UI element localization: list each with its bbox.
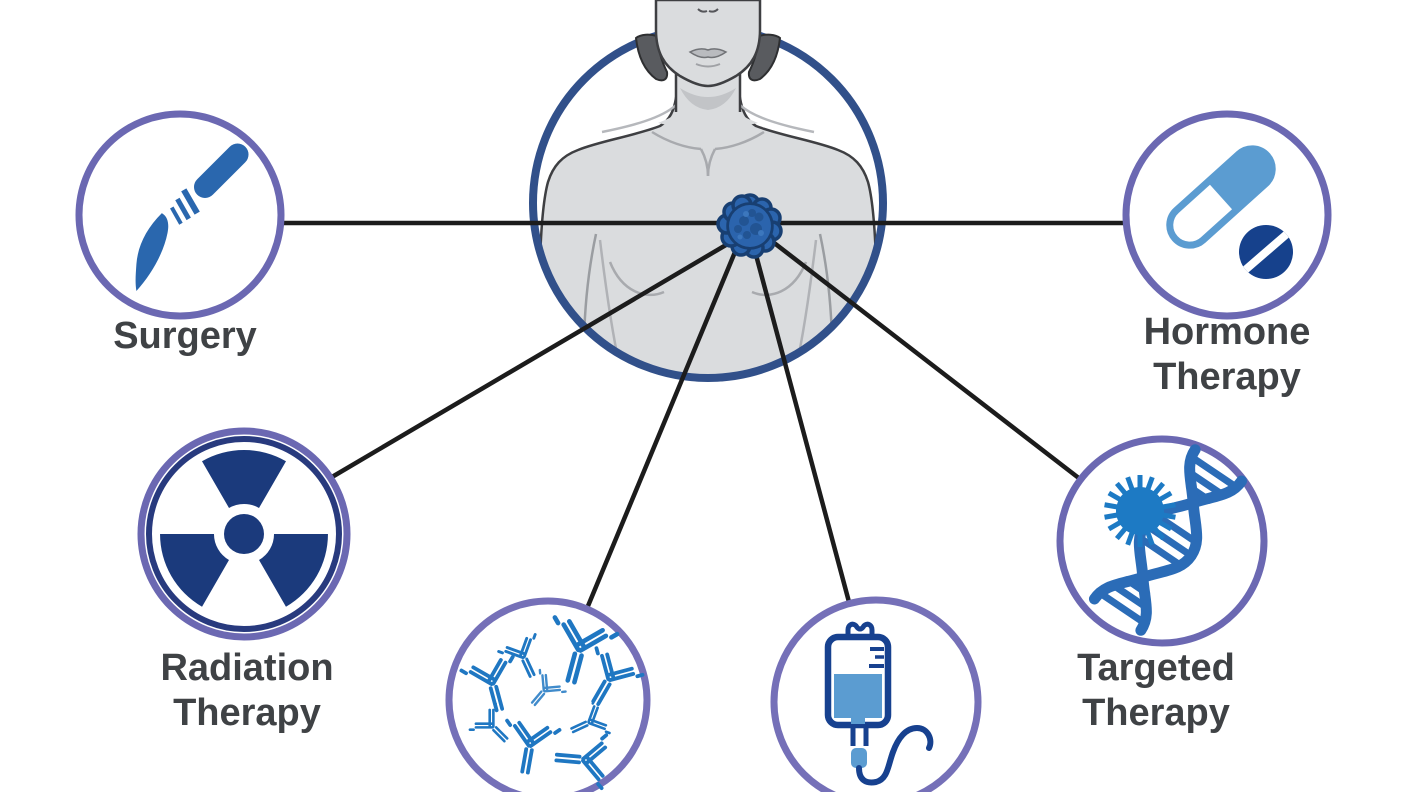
hair-left [634,33,669,82]
node-antibodies [445,597,651,792]
node-iv-infusion [770,596,982,792]
face [654,0,762,88]
connector-line-targeted [758,230,1082,481]
label-hormone-therapy: Hormone Therapy [1067,310,1387,400]
starburst-icon [1104,475,1176,547]
neck-shadow [680,88,736,110]
label-targeted-line1: Targeted [1077,647,1235,689]
node-radiation-therapy [137,427,351,641]
dna-helix-target-icon [1088,444,1248,636]
node-hormone-therapy [1122,110,1332,320]
patient-head [634,0,782,132]
connector-line-iv [749,239,852,603]
nose [697,8,719,13]
label-surgery: Surgery [25,314,345,359]
radiation-trefoil-icon [150,450,338,613]
iv-bag-icon [824,621,934,786]
connector-line-radiation [330,230,750,479]
node-targeted-therapy [1056,435,1268,647]
hair-right [747,33,782,82]
capsule-pill-icon [1166,145,1293,279]
label-hormone-line2: Therapy [1153,356,1301,398]
label-targeted-line2: Therapy [1082,692,1230,734]
patient-torso-illustration [538,96,878,380]
label-radiation-therapy: Radiation Therapy [87,646,407,736]
lips [688,48,728,59]
breast-tumor-icon [716,193,783,259]
node-surgery [75,110,285,320]
label-radiation-line1: Radiation [160,647,334,689]
torso-silhouette [538,96,878,380]
scalpel-icon [135,143,249,291]
label-hormone-line1: Hormone [1143,311,1311,353]
connector-lines [284,220,1126,607]
label-targeted-therapy: Targeted Therapy [996,646,1316,736]
label-surgery-line1: Surgery [113,315,257,357]
connector-line-antibody [585,239,743,607]
label-radiation-line2: Therapy [173,692,321,734]
